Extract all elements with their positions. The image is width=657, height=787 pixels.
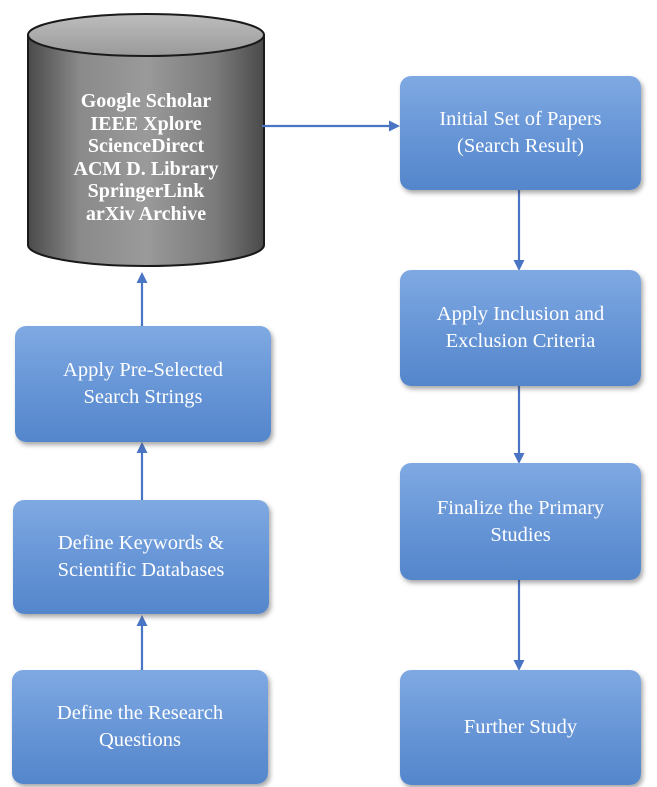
arrowhead-questions-to-keywords xyxy=(136,615,148,626)
database-cylinder xyxy=(27,13,265,267)
arrowhead-finalize-to-further xyxy=(513,660,525,671)
arrowhead-db-to-initial-set xyxy=(389,120,400,132)
db-source-acm-library: ACM D. Library xyxy=(73,157,219,180)
step-keywords-label: Define Keywords & Scientific Databases xyxy=(57,532,225,581)
step-initial-set: Initial Set of Papers (Search Result) xyxy=(400,76,641,190)
connector-arrows xyxy=(136,120,525,671)
step-initial-set-label: Initial Set of Papers (Search Result) xyxy=(439,108,602,157)
step-keywords: Define Keywords & Scientific Databases xyxy=(13,500,269,614)
step-further-study-label: Further Study xyxy=(463,716,578,738)
step-further-study: Further Study xyxy=(400,670,641,785)
step-search-strings-label: Apply Pre-Selected Search Strings xyxy=(63,359,223,408)
step-inclusion-exclusion: Apply Inclusion and Exclusion Criteria xyxy=(400,270,641,386)
db-source-google-scholar: Google Scholar xyxy=(80,90,212,112)
arrowhead-keywords-to-search xyxy=(136,442,148,453)
db-source-ieee-xplore: IEEE Xplore xyxy=(90,112,202,135)
db-source-arxiv: arXiv Archive xyxy=(85,202,207,225)
db-source-sciencedirect: ScienceDirect xyxy=(87,135,205,158)
step-research-questions: Define the Research Questions xyxy=(12,670,268,784)
step-research-questions-label: Define the Research Questions xyxy=(56,702,224,751)
arrowhead-search-to-db xyxy=(136,272,148,283)
arrowhead-initial-to-inclusion xyxy=(513,260,525,271)
db-source-springerlink: SpringerLink xyxy=(87,180,205,203)
database-sources: Google Scholar IEEE Xplore ScienceDirect… xyxy=(38,90,254,226)
step-finalize-label: Finalize the Primary Studies xyxy=(436,496,605,546)
arrowhead-inclusion-to-finalize xyxy=(513,453,525,464)
step-search-strings: Apply Pre-Selected Search Strings xyxy=(15,326,271,442)
step-finalize: Finalize the Primary Studies xyxy=(400,463,641,580)
step-inclusion-exclusion-label: Apply Inclusion and Exclusion Criteria xyxy=(436,303,605,352)
